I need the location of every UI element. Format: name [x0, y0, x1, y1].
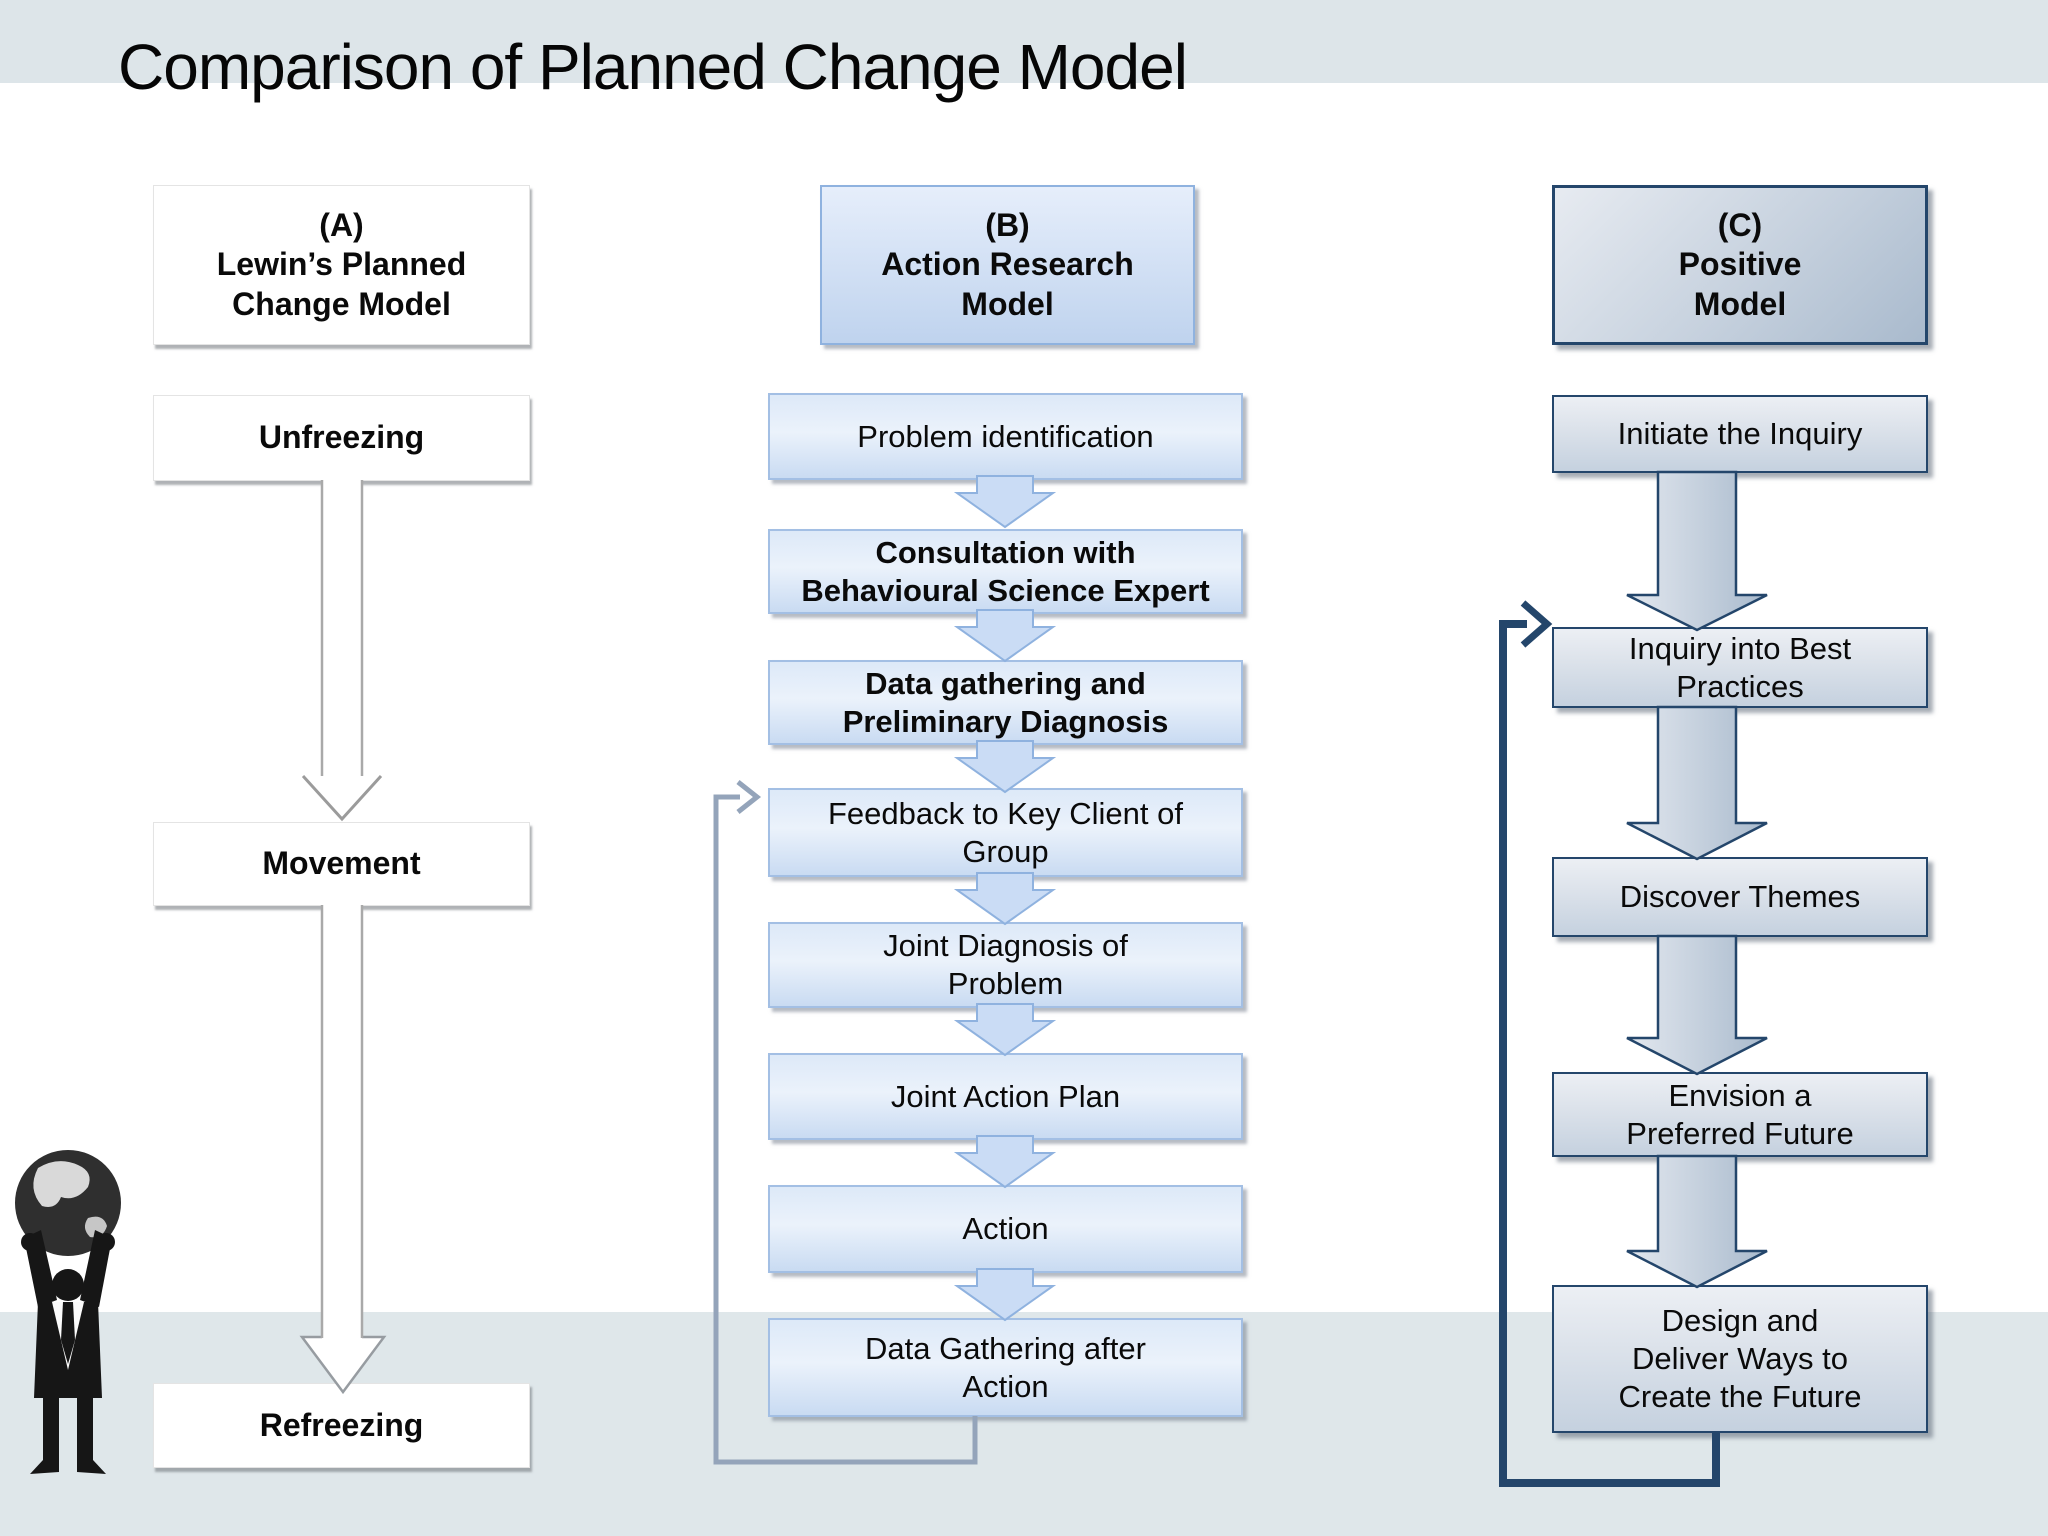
step-joint-action-plan: Joint Action Plan — [768, 1053, 1243, 1140]
step-movement: Movement — [153, 822, 530, 906]
step-data-gathering-after-action: Data Gathering after Action — [768, 1318, 1243, 1417]
step-data-gathering-preliminary: Data gathering and Preliminary Diagnosis — [768, 660, 1243, 745]
column-a-header: (A) Lewin’s Planned Change Model — [153, 185, 530, 345]
step-feedback-key-client: Feedback to Key Client of Group — [768, 788, 1243, 877]
top-band — [0, 0, 2048, 83]
step-joint-diagnosis: Joint Diagnosis of Problem — [768, 922, 1243, 1008]
step-envision-preferred-future: Envision a Preferred Future — [1552, 1072, 1928, 1157]
step-refreezing: Refreezing — [153, 1383, 530, 1468]
step-consultation: Consultation with Behavioural Science Ex… — [768, 529, 1243, 614]
column-b-header: (B) Action Research Model — [820, 185, 1195, 345]
arrow-unfreezing-to-movement-icon — [301, 480, 383, 822]
slide-title: Comparison of Planned Change Model — [118, 31, 1188, 103]
step-problem-identification: Problem identification — [768, 393, 1243, 480]
step-unfreezing: Unfreezing — [153, 395, 530, 481]
step-action: Action — [768, 1185, 1243, 1273]
column-c-header: (C) Positive Model — [1552, 185, 1928, 345]
step-initiate-inquiry: Initiate the Inquiry — [1552, 395, 1928, 473]
step-inquiry-best-practices: Inquiry into Best Practices — [1552, 627, 1928, 708]
step-discover-themes: Discover Themes — [1552, 857, 1928, 937]
step-design-deliver: Design and Deliver Ways to Create the Fu… — [1552, 1285, 1928, 1433]
